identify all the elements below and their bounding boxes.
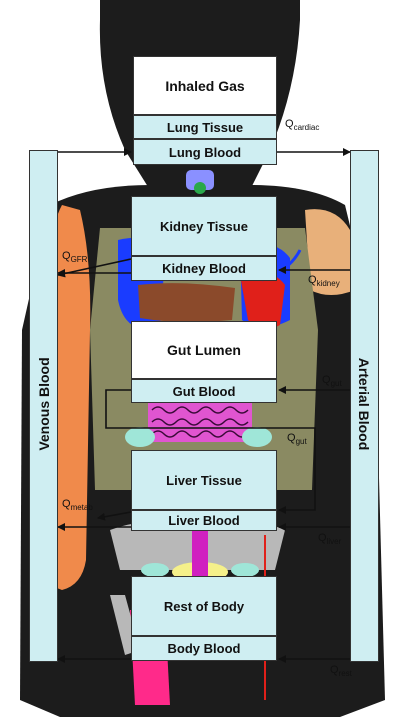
flow-label-gut-out: Qgut — [287, 432, 307, 446]
rest-of-body-box: Rest of Body — [131, 576, 277, 636]
arrow-metab — [98, 512, 131, 518]
venous-blood-label: Venous Blood — [36, 354, 52, 454]
kidney-tissue-box: Kidney Tissue — [131, 196, 277, 256]
gut-lumen-box: Gut Lumen — [131, 321, 277, 379]
lung-blood-box: Lung Blood — [133, 139, 277, 165]
gut-blood-box: Gut Blood — [131, 379, 277, 403]
body-blood-box: Body Blood — [131, 636, 277, 661]
flow-label-rest: Qrest — [330, 664, 352, 678]
liver-tissue-box: Liver Tissue — [131, 450, 277, 510]
inhaled-gas-box: Inhaled Gas — [133, 56, 277, 115]
arterial-blood-label: Arterial Blood — [356, 354, 372, 454]
flow-label-metab: Qmetab — [62, 498, 93, 512]
liver-blood-box: Liver Blood — [131, 510, 277, 531]
lung-tissue-box: Lung Tissue — [133, 115, 277, 139]
flow-label-kidney: Qkidney — [308, 274, 340, 288]
flow-label-gut-in: Qgut — [322, 374, 342, 388]
flow-label-gfr: QGFR — [62, 250, 87, 264]
flow-label-cardiac: Qcardiac — [285, 118, 319, 132]
flow-label-liver: Qliver — [318, 532, 341, 546]
kidney-blood-box: Kidney Blood — [131, 256, 277, 281]
